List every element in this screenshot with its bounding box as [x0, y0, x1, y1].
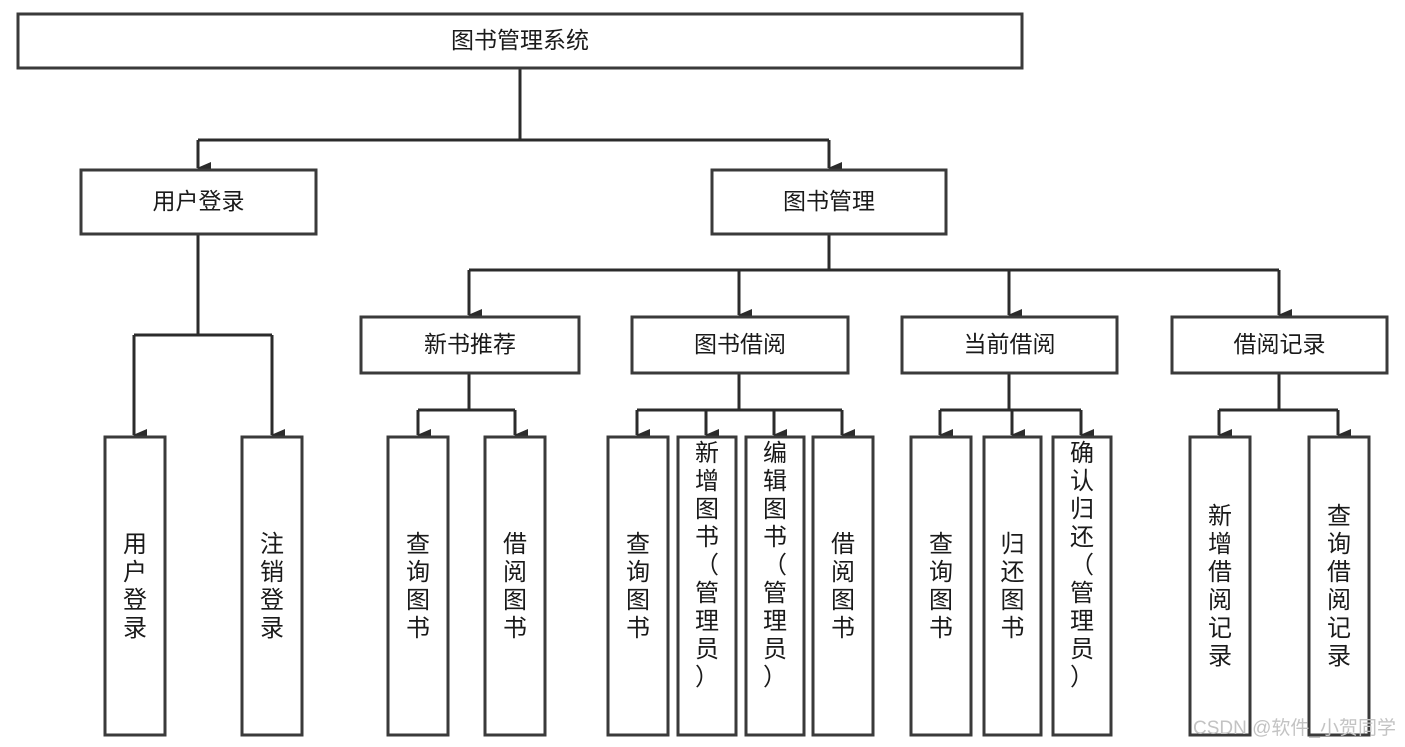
- node-label: 借阅图书: [831, 531, 855, 642]
- node-leaf-新增借阅记录[interactable]: 新增借阅记录: [1188, 435, 1252, 737]
- node-box[interactable]: [103, 435, 167, 737]
- node-box[interactable]: [606, 435, 670, 737]
- connector-新书推荐-to-leaves: [416, 373, 528, 441]
- node-box[interactable]: [1188, 435, 1252, 737]
- node-box[interactable]: [811, 435, 875, 737]
- node-label: 编辑图书（管理员）: [763, 440, 787, 691]
- connector-user-login-to-leaves: [132, 234, 285, 441]
- node-label: 图书借阅: [694, 331, 786, 357]
- csdn-watermark: CSDN @软件_小贺同学: [1193, 717, 1396, 739]
- node-box[interactable]: [16, 12, 1024, 70]
- node-label: 借阅记录: [1234, 331, 1326, 357]
- connector-当前借阅-to-leaves: [938, 373, 1094, 441]
- connector-book-mgmt-to-level2: [467, 234, 1292, 321]
- node-box[interactable]: [1170, 315, 1389, 375]
- node-level2-图书借阅[interactable]: 图书借阅: [630, 315, 850, 375]
- node-box[interactable]: [1051, 435, 1113, 737]
- node-label: 查询图书: [929, 531, 953, 642]
- node-box[interactable]: [240, 435, 304, 737]
- node-leaf-新增图书-管理员[interactable]: 新增图书（管理员）: [676, 435, 738, 737]
- node-leaf-用户登录[interactable]: 用户登录: [103, 435, 167, 737]
- node-root-图书管理系统[interactable]: 图书管理系统: [16, 12, 1024, 70]
- node-box[interactable]: [1307, 435, 1371, 737]
- node-label: 图书管理系统: [451, 27, 589, 53]
- node-leaf-归还图书[interactable]: 归还图书: [982, 435, 1043, 737]
- node-level2-借阅记录[interactable]: 借阅记录: [1170, 315, 1389, 375]
- node-label: 归还图书: [1001, 531, 1025, 642]
- node-label: 确认归还（管理员）: [1070, 440, 1094, 691]
- node-leaf-注销登录[interactable]: 注销登录: [240, 435, 304, 737]
- node-box[interactable]: [900, 315, 1119, 375]
- node-label: 图书管理: [783, 188, 875, 214]
- node-leaf-查询图书[interactable]: 查询图书: [386, 435, 450, 737]
- node-leaf-借阅图书[interactable]: 借阅图书: [483, 435, 547, 737]
- node-leaf-查询图书[interactable]: 查询图书: [909, 435, 973, 737]
- node-box[interactable]: [79, 168, 318, 236]
- node-label: 新书推荐: [424, 331, 516, 357]
- node-box[interactable]: [744, 435, 806, 737]
- connector-借阅记录-to-leaves: [1217, 373, 1351, 441]
- node-label: 查询借阅记录: [1327, 503, 1351, 670]
- node-leaf-查询图书[interactable]: 查询图书: [606, 435, 670, 737]
- node-box[interactable]: [483, 435, 547, 737]
- node-label: 注销登录: [260, 531, 284, 642]
- node-level1-图书管理[interactable]: 图书管理: [710, 168, 948, 236]
- node-leaf-确认归还-管理员[interactable]: 确认归还（管理员）: [1051, 435, 1113, 737]
- node-label: 用户登录: [153, 188, 245, 214]
- node-box[interactable]: [386, 435, 450, 737]
- node-label: 新增借阅记录: [1208, 503, 1232, 670]
- node-level2-新书推荐[interactable]: 新书推荐: [359, 315, 581, 375]
- node-label: 借阅图书: [503, 531, 527, 642]
- node-leaf-查询借阅记录[interactable]: 查询借阅记录: [1307, 435, 1371, 737]
- node-label: 用户登录: [123, 531, 147, 642]
- node-label: 新增图书（管理员）: [695, 440, 719, 691]
- node-boxes-group: 图书管理系统用户登录图书管理新书推荐图书借阅当前借阅借阅记录用户登录注销登录查询…: [16, 12, 1389, 737]
- node-label: 查询图书: [626, 531, 650, 642]
- node-box[interactable]: [359, 315, 581, 375]
- connector-图书借阅-to-leaves: [635, 373, 855, 441]
- node-label: 查询图书: [406, 531, 430, 642]
- node-leaf-编辑图书-管理员[interactable]: 编辑图书（管理员）: [744, 435, 806, 737]
- node-leaf-借阅图书[interactable]: 借阅图书: [811, 435, 875, 737]
- node-box[interactable]: [982, 435, 1043, 737]
- node-level2-当前借阅[interactable]: 当前借阅: [900, 315, 1119, 375]
- node-box[interactable]: [676, 435, 738, 737]
- node-label: 当前借阅: [964, 331, 1056, 357]
- node-box[interactable]: [710, 168, 948, 236]
- connector-lines-group: [132, 68, 1351, 441]
- node-box[interactable]: [909, 435, 973, 737]
- node-level1-用户登录[interactable]: 用户登录: [79, 168, 318, 236]
- node-box[interactable]: [630, 315, 850, 375]
- connector-root-to-level1: [196, 68, 842, 174]
